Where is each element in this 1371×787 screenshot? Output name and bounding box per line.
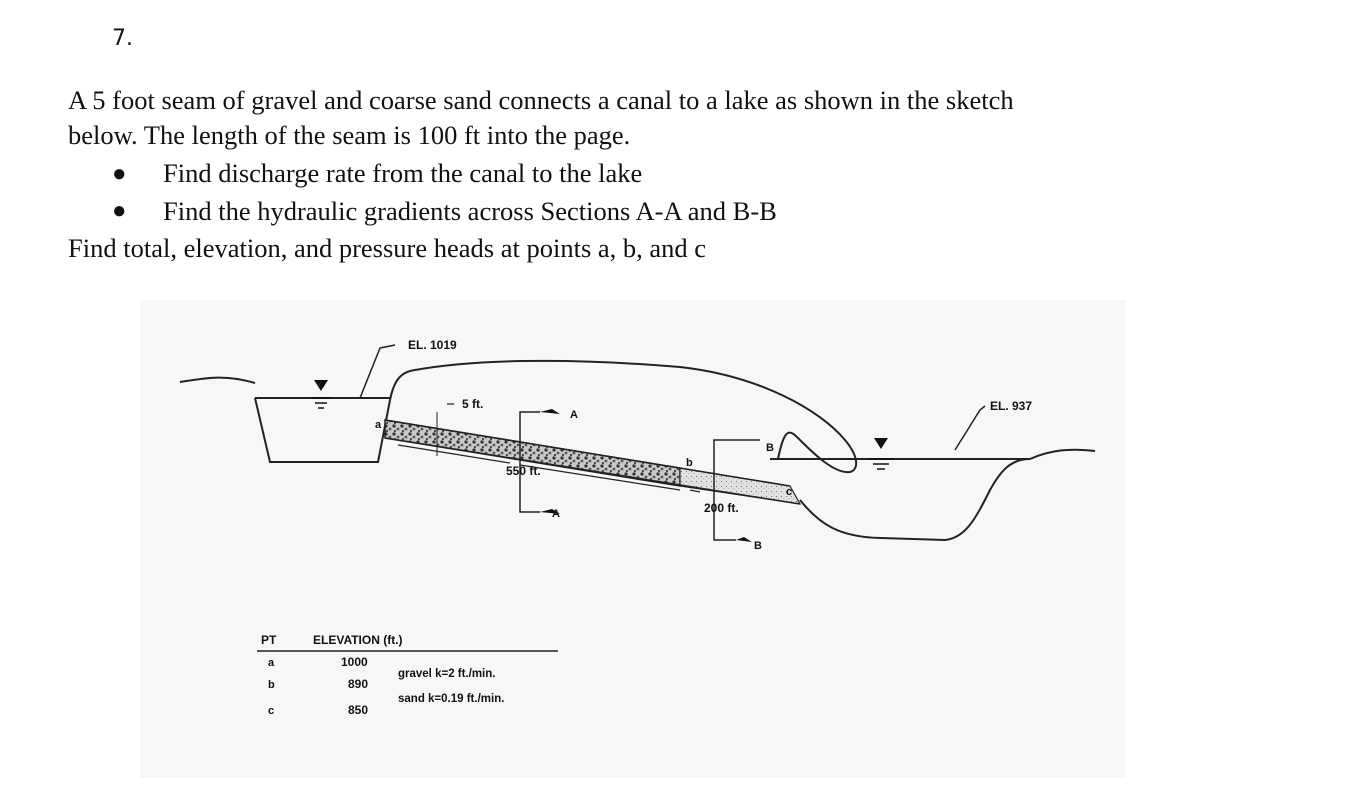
task-gradients: Find the hydraulic gradients across Sect… xyxy=(163,196,777,226)
gravel-length-label: 550 ft. xyxy=(506,464,541,478)
water-level-marker-canal xyxy=(314,380,328,391)
section-line-b xyxy=(713,439,760,541)
sand-permeability: sand k=0.19 ft./min. xyxy=(398,693,504,705)
section-line-a xyxy=(519,411,540,513)
problem-number: 7. xyxy=(112,26,133,51)
table-pt-c: c xyxy=(268,705,274,717)
water-level-marker-lake xyxy=(874,438,888,449)
point-a-label: a xyxy=(375,419,382,431)
table-elev-a: 1000 xyxy=(341,655,368,669)
table-header-pt: PT xyxy=(261,633,277,647)
canal-outline xyxy=(254,397,391,463)
section-b-bottom-label: B xyxy=(754,540,762,552)
ground-profile-left xyxy=(179,376,256,384)
task-discharge: Find discharge rate from the canal to th… xyxy=(163,158,643,188)
ground-profile-right xyxy=(1029,448,1096,460)
gravel-permeability: gravel k=2 ft./min. xyxy=(398,668,495,680)
section-b-top-label: B xyxy=(766,442,774,454)
sand-seam xyxy=(679,467,802,505)
section-a-top-label: A xyxy=(570,409,578,421)
sand-length-label: 200 ft. xyxy=(704,501,739,515)
lake-elevation-label: EL. 937 xyxy=(990,399,1032,413)
problem-statement-line-1: A 5 foot seam of gravel and coarse sand … xyxy=(68,85,1014,115)
lake-bottom xyxy=(799,458,1031,542)
point-b-label: b xyxy=(686,457,693,469)
section-a-bottom-label: A xyxy=(552,508,560,520)
problem-statement-line-2: below. The length of the seam is 100 ft … xyxy=(68,120,631,150)
table-pt-a: a xyxy=(268,657,275,669)
table-pt-b: b xyxy=(268,679,275,691)
seam-thickness-label: 5 ft. xyxy=(462,397,483,411)
bullet-dot: ● xyxy=(112,161,127,187)
embankment-outline xyxy=(389,359,858,474)
task-heads: Find total, elevation, and pressure head… xyxy=(68,233,707,263)
table-elev-b: 890 xyxy=(348,677,368,691)
point-c-label: c xyxy=(786,486,792,498)
table-header-elevation: ELEVATION (ft.) xyxy=(313,633,403,647)
seam-sketch: EL. 1019 EL. 937 5 ft. 550 ft. 200 ft. A… xyxy=(140,300,1126,778)
table-elev-c: 850 xyxy=(348,703,368,717)
canal-elevation-label: EL. 1019 xyxy=(408,338,457,352)
bullet-dot: ● xyxy=(112,198,127,224)
